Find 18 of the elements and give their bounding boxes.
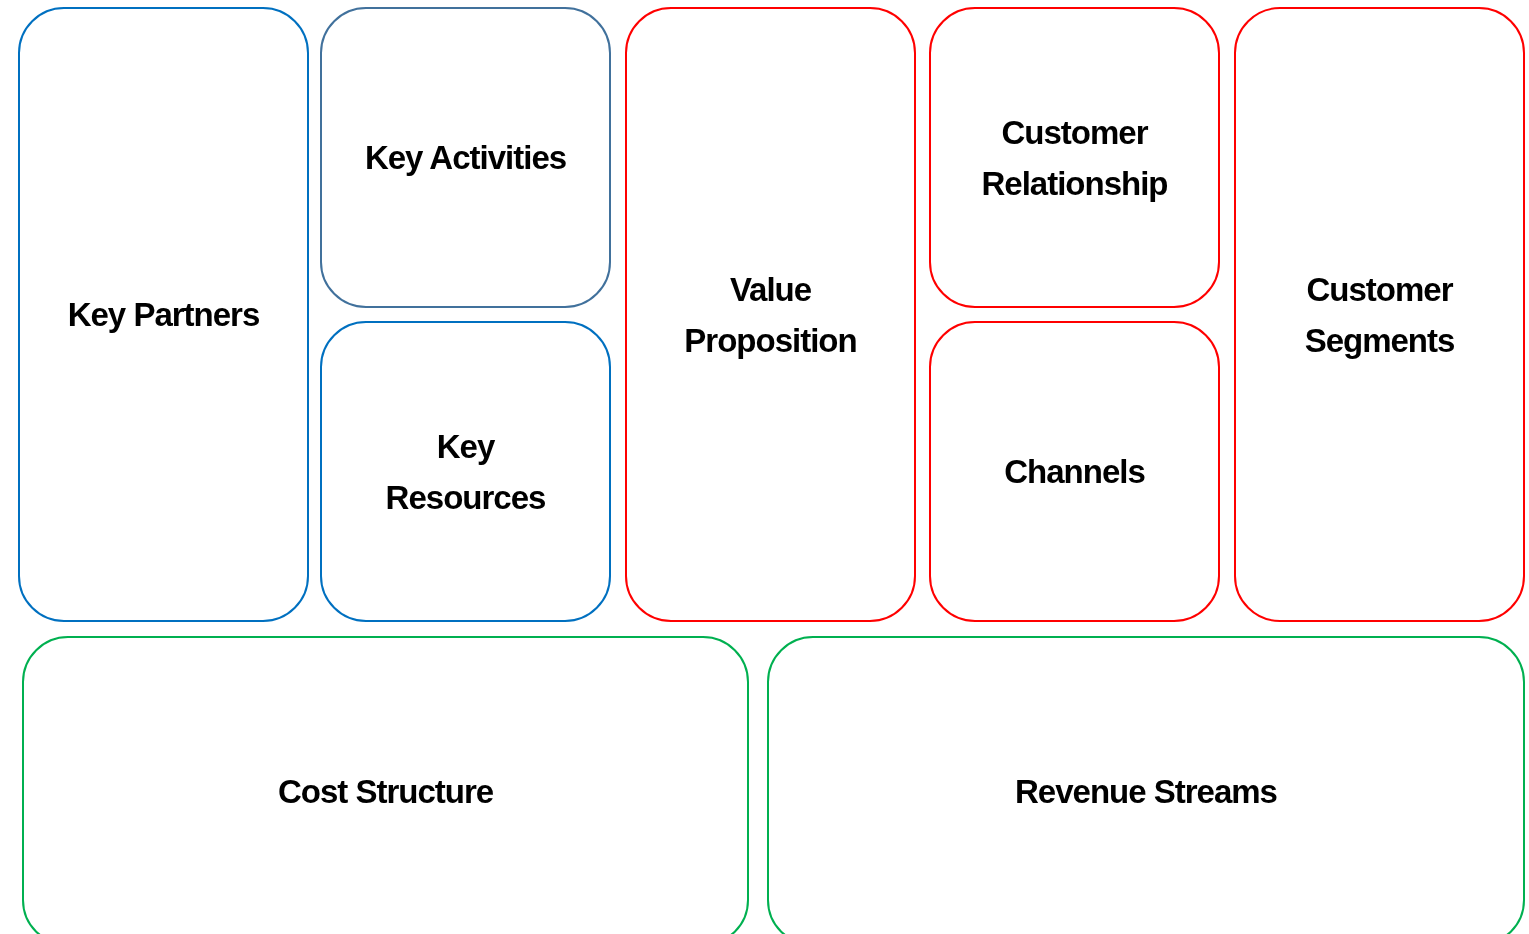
- canvas-block: [320, 321, 611, 622]
- block-title: Cost Structure: [277, 771, 494, 812]
- block-title: Key Partners: [67, 295, 260, 335]
- canvas-block: [929, 7, 1220, 308]
- canvas-block: [625, 7, 916, 622]
- block-title: Customer Relationship: [980, 112, 1169, 204]
- block-title: Key Activities: [364, 138, 567, 178]
- canvas-block: [1234, 7, 1525, 622]
- block-title: Value Proposition: [683, 269, 858, 361]
- canvas-block: [22, 636, 749, 934]
- canvas-block: [320, 7, 611, 308]
- canvas-block: [18, 7, 309, 622]
- block-title: Channels: [1004, 452, 1145, 492]
- canvas-block: [767, 636, 1525, 934]
- canvas-block: [929, 321, 1220, 622]
- block-title: Key Resources: [384, 426, 547, 518]
- block-title: Customer Segments: [1303, 269, 1456, 361]
- block-title: Revenue Streams: [1015, 771, 1277, 812]
